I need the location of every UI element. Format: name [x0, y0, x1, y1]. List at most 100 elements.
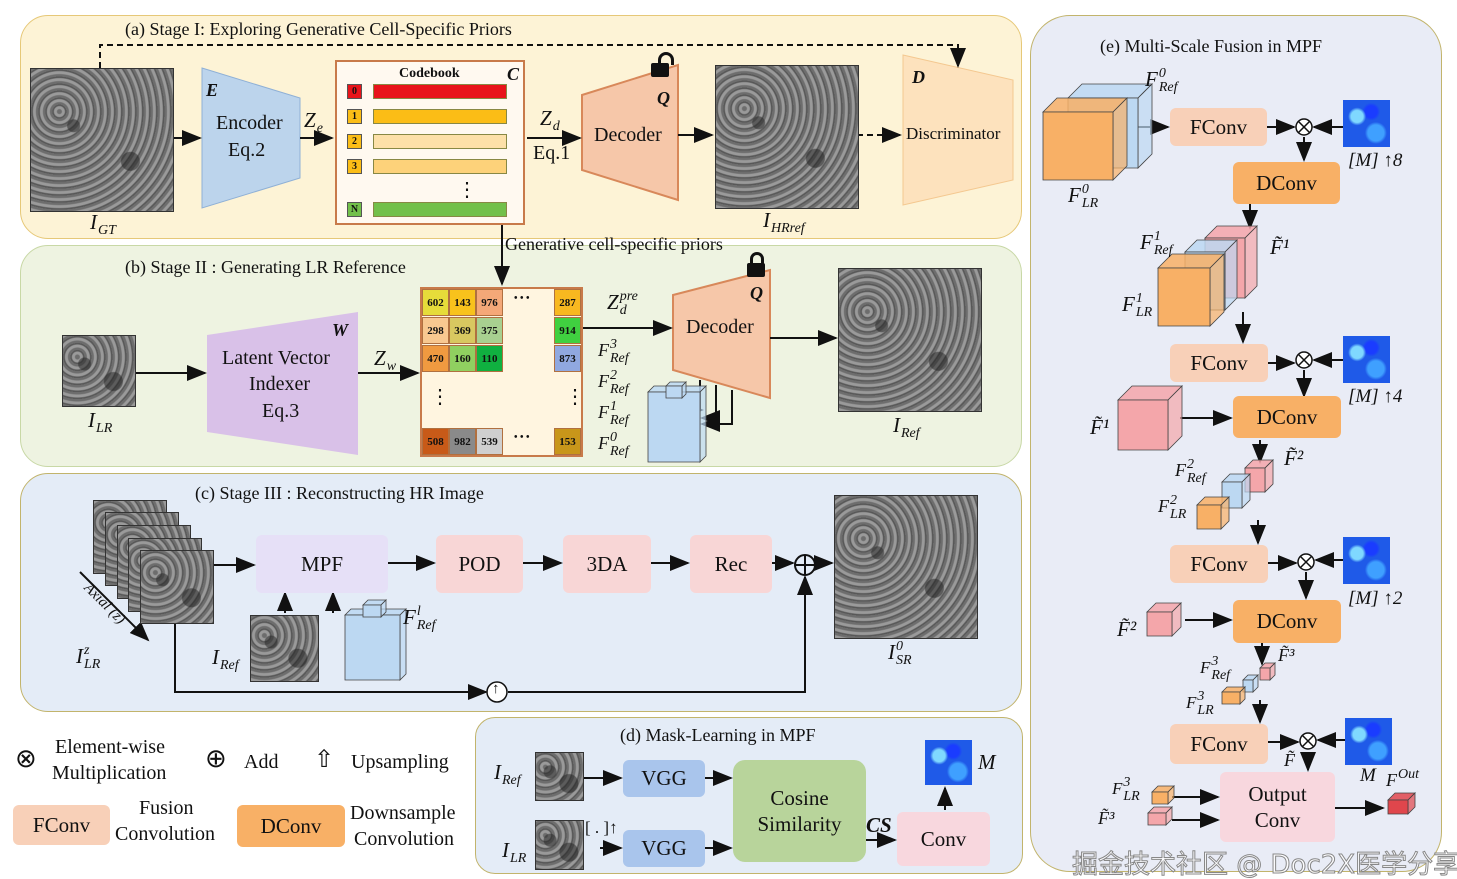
encoder-tag: E	[206, 80, 219, 100]
mask-heatmap-8	[1343, 100, 1390, 147]
lock-icon	[747, 252, 765, 278]
index-cell: 287	[554, 289, 581, 316]
index-cell: 508	[422, 428, 449, 455]
i-gt-image	[30, 68, 174, 212]
mask-m-label: M	[978, 750, 996, 774]
mask-m-heatmap	[925, 740, 972, 785]
i-ref-image	[838, 268, 982, 412]
f-tilde3-out-cube	[1147, 806, 1173, 826]
indexer-tag: W	[332, 320, 349, 340]
index-cell: 298	[422, 317, 449, 344]
legend-upsample-label: Upsampling	[351, 751, 449, 773]
upsample-op: [ . ]↑	[585, 818, 618, 837]
index-cell: 143	[449, 289, 476, 316]
index-cell: 110	[476, 345, 503, 372]
codebook-entry	[373, 84, 507, 99]
fconv-1: FConv	[1170, 108, 1267, 146]
encoder-label: Encoder	[216, 112, 283, 134]
f-ref3-cube	[1242, 674, 1259, 693]
decoder-b-tag: Q	[750, 283, 763, 303]
legend-dconv-box: DConv	[237, 805, 345, 847]
i-lr-label: I LR	[88, 408, 113, 437]
i-gt-label: I GT	[90, 210, 116, 239]
e-ft3-label-b: F̃³	[1098, 808, 1115, 828]
f-lr3-cube	[1221, 686, 1246, 705]
indexer-shape	[207, 312, 358, 455]
discriminator-tag: D	[912, 67, 925, 87]
panel-e-title: (e) Multi-Scale Fusion in MPF	[1100, 36, 1323, 56]
legend-dconv-line2: Convolution	[354, 828, 455, 850]
priors-label: Generative cell-specific priors	[505, 234, 723, 254]
dconv-3: DConv	[1233, 600, 1341, 643]
mask-up8-label: [M] ↑8	[1348, 150, 1403, 171]
grid-vdots: ⋮	[565, 386, 585, 408]
index-cell: 470	[422, 345, 449, 372]
f-ref-l-small-cube	[362, 599, 387, 618]
indexer-line2: Indexer	[249, 373, 311, 395]
codebook-entry	[373, 159, 507, 174]
codebook-ellipsis: ⋮	[457, 179, 477, 201]
grid-hdots: • • •	[514, 293, 530, 304]
legend-upsample-symbol: ⇧	[314, 747, 335, 773]
arrows	[79, 44, 1385, 856]
decoder-a-shape	[581, 63, 679, 202]
cs-label: CS	[866, 813, 892, 837]
panel-c-title: (c) Stage III : Reconstructing HR Image	[195, 483, 484, 503]
legend-multiply-line1: Element-wise	[55, 736, 165, 758]
codebook-title: Codebook	[399, 66, 460, 81]
panel-b-title: (b) Stage II : Generating LR Reference	[125, 257, 406, 277]
grid-vdots: ⋮	[430, 386, 450, 408]
codebook-entry	[373, 202, 507, 217]
d-i-lr-label: I LR	[502, 838, 527, 867]
d-i-ref-image	[535, 752, 584, 801]
i-ref-c-image	[250, 615, 319, 682]
cosine-similarity-block: Cosine Similarity	[733, 760, 866, 862]
decoder-a-tag: Q	[657, 88, 670, 108]
mask-heatmap-2	[1343, 537, 1390, 584]
legend-fconv-box: FConv	[13, 805, 110, 845]
mask-up2-label: [M] ↑2	[1348, 588, 1403, 609]
f-lr0-cube	[1042, 97, 1128, 181]
legend-dconv-line1: Downsample	[350, 802, 456, 824]
f-tilde3-cube	[1259, 662, 1276, 681]
multiply-operators	[1295, 118, 1317, 750]
index-cell: 873	[554, 345, 581, 372]
e-ft2-label-b: F̃²	[1117, 617, 1137, 641]
feature-cubes	[344, 83, 1416, 826]
eq1-label: Eq.1	[533, 142, 571, 164]
panel-d-title: (d) Mask-Learning in MPF	[620, 725, 816, 745]
3da-block: 3DA	[563, 535, 651, 593]
vgg-block-2: VGG	[623, 830, 705, 867]
panel-a-title: (a) Stage I: Exploring Generative Cell-S…	[125, 19, 512, 39]
fconv-4: FConv	[1170, 724, 1268, 764]
decoder-a-label: Decoder	[594, 124, 662, 146]
fconv-2: FConv	[1170, 344, 1268, 382]
f-out-cube	[1387, 792, 1416, 815]
f-lr3-out-cube	[1151, 785, 1175, 805]
i-sr-image	[834, 495, 978, 639]
i-lr-image	[62, 335, 136, 407]
codebook-index: 2	[347, 134, 362, 149]
z-w-label: Z w	[374, 346, 397, 375]
dconv-2: DConv	[1233, 396, 1341, 438]
unlock-icon	[651, 52, 674, 78]
mask-heatmap-1	[1345, 718, 1392, 765]
index-cell: 160	[449, 345, 476, 372]
e-ft-label: F̃	[1284, 750, 1295, 770]
